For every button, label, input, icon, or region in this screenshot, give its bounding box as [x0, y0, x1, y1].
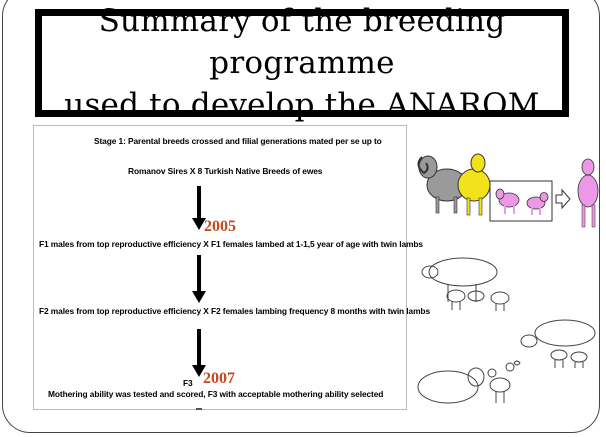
slide-title: Summary of the breeding programme used t… — [42, 0, 562, 126]
romanov-ram-icon — [417, 155, 468, 214]
lamb-icon — [526, 192, 549, 215]
resting-sheep-illustration — [520, 319, 596, 368]
parental-cross-text: Romanov Sires X 8 Turkish Native Breeds … — [128, 166, 323, 176]
year-2007: 2007 — [203, 370, 235, 387]
title-box: Summary of the breeding programme used t… — [35, 3, 569, 123]
title-line-2: used to develop the ANAROM — [64, 87, 540, 123]
title-line-1: Summary of the breeding programme — [98, 3, 506, 81]
lamb-icon — [495, 188, 520, 214]
native-ewe-icon — [457, 153, 491, 216]
arrow-right-icon — [555, 188, 571, 210]
crossbreeding-illustration — [417, 153, 599, 228]
f2-cross-text: F2 males from top reproductive efficienc… — [39, 306, 431, 316]
footer-dash — [196, 408, 202, 410]
down-arrow-2 — [192, 255, 206, 303]
down-arrow-3 — [192, 329, 206, 377]
ewe-with-lambs-illustration — [421, 257, 510, 311]
down-arrow-1 — [192, 186, 206, 230]
year-2005: 2005 — [204, 218, 236, 235]
slide-frame — [2, 0, 600, 433]
breeding-flowchart: Stage 1: Parental breeds crossed and fil… — [33, 125, 430, 410]
mothering-illustration — [417, 360, 521, 404]
f1-cross-text: F1 males from top reproductive efficienc… — [39, 239, 423, 249]
stage-1-text: Stage 1: Parental breeds crossed and fil… — [94, 136, 382, 146]
f3-note-text: Mothering ability was tested and scored,… — [48, 389, 384, 399]
anarom-sheep-icon — [577, 158, 599, 228]
f3-label: F3 — [183, 378, 193, 388]
pen-frame — [489, 180, 553, 222]
